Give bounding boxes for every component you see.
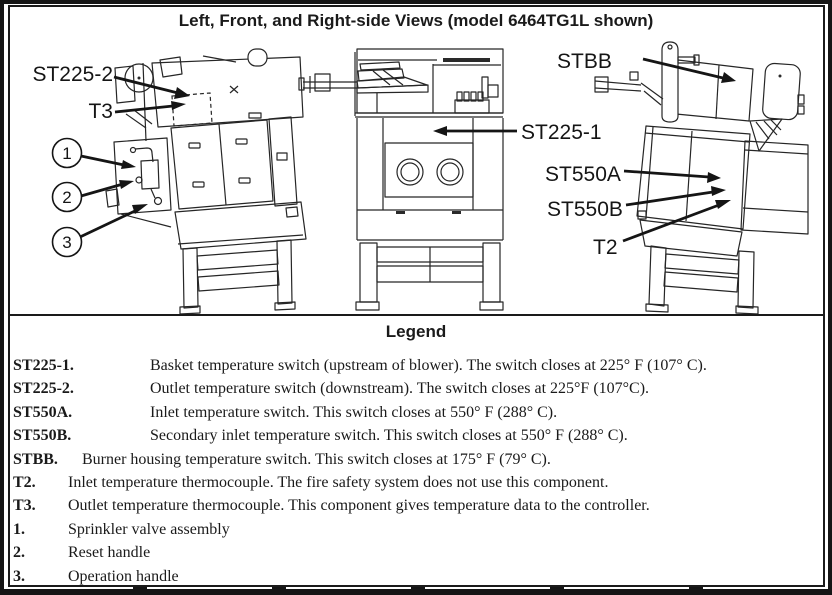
right-side-view (594, 41, 809, 315)
legend-text: Inlet temperature switch. This switch cl… (150, 403, 558, 421)
label-st550a: ST550A (545, 163, 621, 186)
legend-text: Outlet temperature switch (downstream). … (150, 380, 650, 398)
arrow-st550b (625, 190, 714, 207)
callout-st550b: ST550B (547, 186, 726, 221)
porthole-right (436, 158, 464, 186)
cabinet-side (636, 125, 751, 230)
label-2: 2 (62, 188, 71, 207)
legend-row-st225-2: ST225-2. Outlet temperature switch (down… (13, 377, 818, 400)
legend-key: ST225-1. (13, 357, 74, 374)
circle-number-1 (51, 137, 83, 169)
flue-column (661, 41, 679, 123)
figure-title: Left, Front, and Right-side Views (model… (178, 11, 654, 30)
legend-text: Inlet temperature thermocouple. The fire… (68, 473, 609, 491)
x-marker (229, 85, 239, 94)
legend-row-st550a: ST550A. Inlet temperature switch. This s… (13, 401, 818, 424)
handle-rod (298, 73, 357, 93)
front-view (298, 48, 504, 311)
arrow-t3 (114, 104, 174, 114)
sprinkler-valve-assembly (105, 137, 172, 228)
porthole-left (396, 158, 424, 186)
label-st550b: ST550B (547, 198, 623, 221)
callout-st225-2: ST225-2 (32, 63, 190, 99)
callout-stbb: STBB (557, 50, 736, 83)
left-side-view (105, 48, 307, 315)
legend-key: T3. (13, 497, 36, 515)
callout-1: 1 (51, 137, 136, 169)
legend-row-t3: T3. Outlet temperature thermocouple. Thi… (13, 494, 818, 517)
arrow-st225-2 (113, 75, 179, 95)
callout-st225-1: ST225-1 (433, 121, 602, 144)
legend-key: 1. (13, 520, 25, 538)
label-st225-2: ST225-2 (32, 63, 113, 86)
label-1: 1 (62, 144, 71, 163)
legend-key: 2. (13, 544, 25, 562)
callout-t2: T2 (593, 200, 731, 259)
legend-row-2: 2. Reset handle (13, 541, 818, 564)
callout-2: 2 (51, 180, 134, 213)
legend-table: ST225-1. Basket temperature switch (upst… (13, 354, 818, 588)
legend-heading: Legend (385, 322, 447, 341)
label-stbb: STBB (557, 50, 612, 73)
front-door (384, 142, 474, 198)
legend-key: ST550B. (13, 427, 72, 445)
callout-t3: T3 (88, 100, 186, 123)
callout-3: 3 (51, 204, 148, 258)
section-divider (8, 314, 825, 316)
legend-row-st550b: ST550B. Secondary inlet temperature swit… (13, 424, 818, 447)
arrow-3 (79, 208, 138, 239)
legend-row-stbb: STBB. Burner housing temperature switch.… (13, 448, 818, 471)
label-3: 3 (62, 233, 71, 252)
label-st225-1: ST225-1 (521, 121, 602, 144)
legend-row-3: 3. Operation handle (13, 565, 818, 588)
label-t2: T2 (593, 236, 618, 259)
cropped-table-ticks (8, 586, 824, 589)
arrow-st550a (623, 169, 710, 179)
blower-motor (762, 62, 801, 121)
cabinet-doors (170, 119, 274, 210)
legend-row-st225-1: ST225-1. Basket temperature switch (upst… (13, 354, 818, 377)
legend-key: 3. (13, 567, 25, 585)
callout-st550a: ST550A (545, 163, 721, 186)
legend-row-t2: T2. Inlet temperature thermocouple. The … (13, 471, 818, 494)
arrow-2 (80, 182, 124, 198)
legend-text: Burner housing temperature switch. This … (82, 450, 551, 468)
views-diagram: ST225-2 T3 1 2 3 (32, 41, 809, 315)
arrow-stbb (642, 57, 724, 80)
legend-text: Operation handle (68, 567, 179, 585)
legend-text: Secondary inlet temperature switch. This… (150, 427, 628, 445)
legend-key: STBB. (13, 450, 58, 468)
arrow-1 (80, 154, 125, 167)
legend-key: T2. (13, 473, 36, 491)
legend-key: ST225-2. (13, 380, 74, 398)
legend-key: ST550A. (13, 403, 73, 421)
legend-text: Basket temperature switch (upstream of b… (150, 357, 707, 374)
legend-text: Outlet temperature thermocouple. This co… (68, 497, 650, 515)
arrow-t2 (622, 203, 720, 243)
gas-manifold (454, 99, 490, 114)
legend-text: Sprinkler valve assembly (68, 520, 230, 538)
label-t3: T3 (88, 100, 113, 123)
legend-text: Reset handle (68, 544, 151, 562)
flue-cap (247, 48, 268, 67)
legend-row-1: 1. Sprinkler valve assembly (13, 518, 818, 541)
circle-number-3 (51, 226, 83, 258)
